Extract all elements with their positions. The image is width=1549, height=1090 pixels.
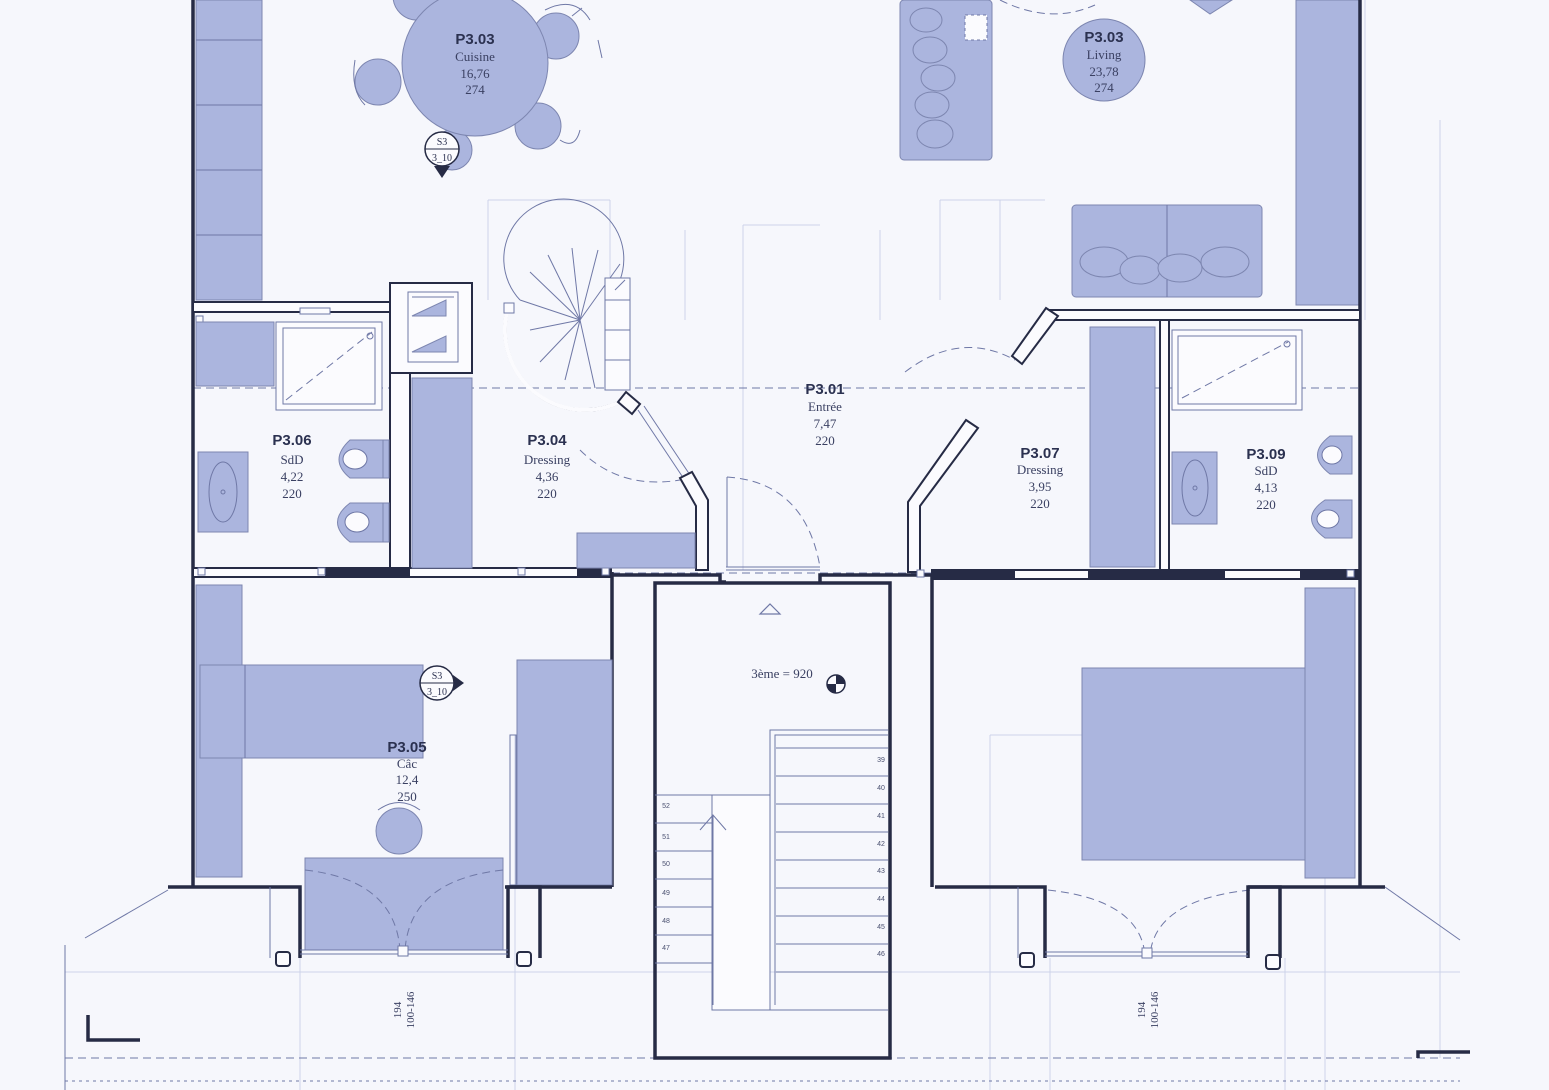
spiral-staircase [503, 198, 631, 391]
room-label-dressing-304: P3.04 Dressing 4,36 220 [524, 432, 571, 501]
dimension-range: 100-146 [405, 991, 417, 1028]
room-height: 220 [1030, 496, 1050, 511]
step-number: 50 [662, 861, 670, 868]
room-label-chambre-305: P3.05 Câc 12,4 250 [387, 739, 426, 804]
room-height: 220 [815, 433, 835, 448]
step-number: 40 [877, 785, 885, 792]
north-marker [758, 603, 782, 615]
room-area: 4,22 [281, 469, 304, 484]
room-name: SdD [1254, 463, 1277, 478]
room-label-dressing-307: P3.07 Dressing 3,95 220 [1017, 445, 1064, 511]
bathroom-306-fixtures [195, 321, 390, 543]
section-sheet: 3_10 [427, 687, 447, 698]
room-code: P3.03 [1084, 29, 1123, 46]
room-name: Dressing [1017, 462, 1064, 477]
door-swing-307 [904, 347, 1016, 373]
room-area: 7,47 [814, 416, 837, 431]
facade-left [64, 885, 612, 1090]
dimension-height: 194 [1136, 1001, 1148, 1018]
room-code: P3.05 [387, 739, 426, 756]
step-number: 49 [662, 890, 670, 897]
kitchen-counter [195, 0, 263, 301]
room-code: P3.04 [527, 432, 567, 449]
room-area: 3,95 [1029, 479, 1052, 494]
door-swing-dressing [579, 449, 681, 483]
room-name: Dressing [524, 452, 571, 467]
step-number: 48 [662, 918, 670, 925]
room-code: P3.07 [1020, 445, 1059, 462]
room-name: Câc [397, 756, 417, 771]
step-number: 45 [877, 924, 885, 931]
room-height: 220 [1256, 497, 1276, 512]
room-name: Living [1087, 47, 1122, 62]
step-number: 47 [662, 945, 670, 952]
wardrobe-307 [1089, 326, 1156, 568]
room-height: 250 [397, 789, 417, 804]
step-number: 51 [662, 834, 670, 841]
section-marker-kitchen: S3 3_10 [424, 131, 460, 178]
stair-numbers-right: 39 40 41 42 43 44 45 46 [877, 757, 885, 958]
step-number: 43 [877, 868, 885, 875]
dining-table [401, 0, 549, 137]
step-number: 42 [877, 841, 885, 848]
room-label-sdd-309: P3.09 SdD 4,13 220 [1246, 446, 1285, 512]
room-code: P3.03 [455, 31, 494, 48]
room-area: 23,78 [1089, 64, 1118, 79]
step-number: 41 [877, 813, 885, 820]
room-name: Entrée [808, 399, 842, 414]
room-height: 274 [1094, 80, 1114, 95]
room-area: 4,13 [1255, 480, 1278, 495]
living-plant [1189, 0, 1233, 15]
room-code: P3.09 [1246, 446, 1285, 463]
room-height: 220 [537, 486, 557, 501]
door-swing-living [999, 0, 1096, 15]
dressing-shelf [576, 532, 696, 569]
stair-hall [653, 581, 892, 1060]
living-cabinet [1295, 0, 1361, 306]
dimension-range: 100-146 [1149, 991, 1161, 1028]
room-name: Cuisine [455, 49, 495, 64]
section-marker-bedroom: S3 3_10 [419, 665, 464, 701]
bedroom-right-furniture [1047, 587, 1356, 956]
step-number: 44 [877, 896, 885, 903]
room-height: 220 [282, 486, 302, 501]
room-label-cuisine: P3.03 Cuisine 16,76 274 [455, 31, 495, 97]
dimension-left: 194 100-146 [392, 991, 417, 1028]
staircase [655, 729, 888, 1011]
room-label-sdd-306: P3.06 SdD 4,22 220 [272, 432, 311, 501]
room-label-entree: P3.01 Entrée 7,47 220 [805, 381, 844, 448]
room-area: 16,76 [460, 66, 490, 81]
entrance-door [726, 476, 821, 568]
kitchen-table-chairs [353, 0, 603, 171]
level-marker: 3ème = 920 [751, 666, 846, 694]
wardrobe-304 [411, 377, 473, 569]
bathroom-309-fixtures [1171, 329, 1353, 539]
section-id: S3 [432, 671, 443, 682]
step-number: 52 [662, 803, 670, 810]
dimension-height: 194 [392, 1001, 404, 1018]
step-number: 46 [877, 951, 885, 958]
room-code: P3.06 [272, 432, 311, 449]
room-label-living: P3.03 Living 23,78 274 [1084, 29, 1123, 95]
room-area: 12,4 [396, 772, 419, 787]
section-sheet: 3_10 [432, 153, 452, 164]
stair-numbers-left: 52 51 50 49 48 47 [662, 803, 670, 952]
dimension-right: 194 100-146 [1136, 991, 1161, 1028]
living-sofa-left [899, 0, 993, 161]
section-id: S3 [437, 137, 448, 148]
living-sofa-bottom [1071, 204, 1263, 298]
room-area: 4,36 [536, 469, 559, 484]
level-label: 3ème = 920 [751, 666, 812, 681]
step-number: 39 [877, 757, 885, 764]
bedroom-305-furniture [195, 584, 613, 951]
room-name: SdD [280, 452, 303, 467]
facade-right [935, 885, 1470, 1058]
room-code: P3.01 [805, 381, 844, 398]
room-height: 274 [465, 82, 485, 97]
coffee-table [1062, 18, 1146, 102]
